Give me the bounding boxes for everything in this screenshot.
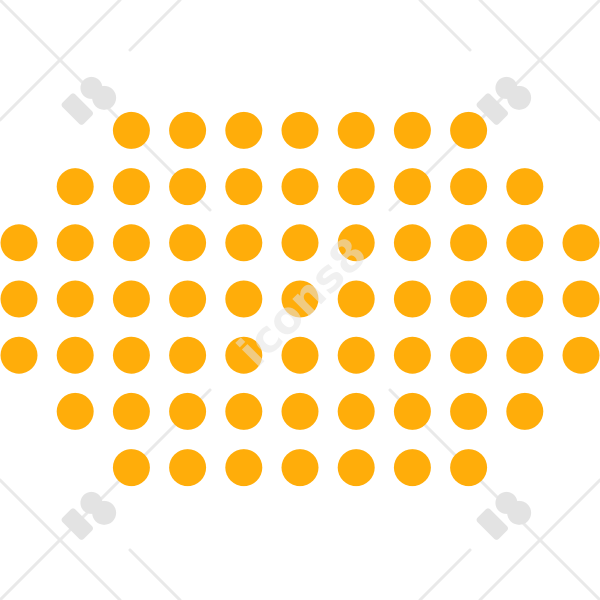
dot (56, 280, 94, 318)
dot (393, 224, 431, 262)
dot (112, 224, 150, 262)
dot (112, 336, 150, 374)
dot (169, 111, 207, 149)
dot (393, 280, 431, 318)
dot (393, 392, 431, 430)
dot (506, 280, 544, 318)
dot (337, 168, 375, 206)
dot (450, 280, 488, 318)
dot (281, 111, 319, 149)
dot (506, 392, 544, 430)
dot (56, 168, 94, 206)
dot (169, 280, 207, 318)
dot (337, 280, 375, 318)
dot (112, 280, 150, 318)
dot (281, 168, 319, 206)
dot (225, 280, 263, 318)
dot (450, 111, 488, 149)
dot (450, 168, 488, 206)
dot (225, 336, 263, 374)
dot (506, 336, 544, 374)
dot (112, 168, 150, 206)
dot (0, 224, 38, 262)
dot (337, 224, 375, 262)
watermark-logo-top-right (476, 76, 532, 125)
dot (169, 449, 207, 487)
dot (169, 168, 207, 206)
dot (56, 392, 94, 430)
dot (337, 111, 375, 149)
dot (506, 224, 544, 262)
dot (169, 392, 207, 430)
dot (225, 111, 263, 149)
dot (56, 336, 94, 374)
dot (112, 449, 150, 487)
dot (337, 449, 375, 487)
dot (393, 449, 431, 487)
dot (337, 392, 375, 430)
dot (337, 336, 375, 374)
dot (112, 111, 150, 149)
dot (450, 224, 488, 262)
dot (281, 336, 319, 374)
dot (450, 449, 488, 487)
dot (225, 449, 263, 487)
dot (0, 336, 38, 374)
dot (506, 168, 544, 206)
dot (450, 392, 488, 430)
dot (56, 224, 94, 262)
dot (393, 336, 431, 374)
dot (225, 224, 263, 262)
dot (562, 280, 600, 318)
dot (112, 392, 150, 430)
dot (169, 336, 207, 374)
dot (225, 168, 263, 206)
dot (562, 336, 600, 374)
dot (225, 392, 263, 430)
watermark-logo-bottom-left (61, 491, 117, 540)
dot (281, 392, 319, 430)
dot (281, 280, 319, 318)
dot (393, 111, 431, 149)
dot (281, 449, 319, 487)
dot (562, 224, 600, 262)
dot (281, 224, 319, 262)
watermark-text: icons8 (228, 228, 377, 377)
watermark-logo-top-left (61, 76, 117, 125)
dot (450, 336, 488, 374)
dot (393, 168, 431, 206)
watermark-logo-bottom-right (476, 491, 532, 540)
dot (169, 224, 207, 262)
dot (0, 280, 38, 318)
